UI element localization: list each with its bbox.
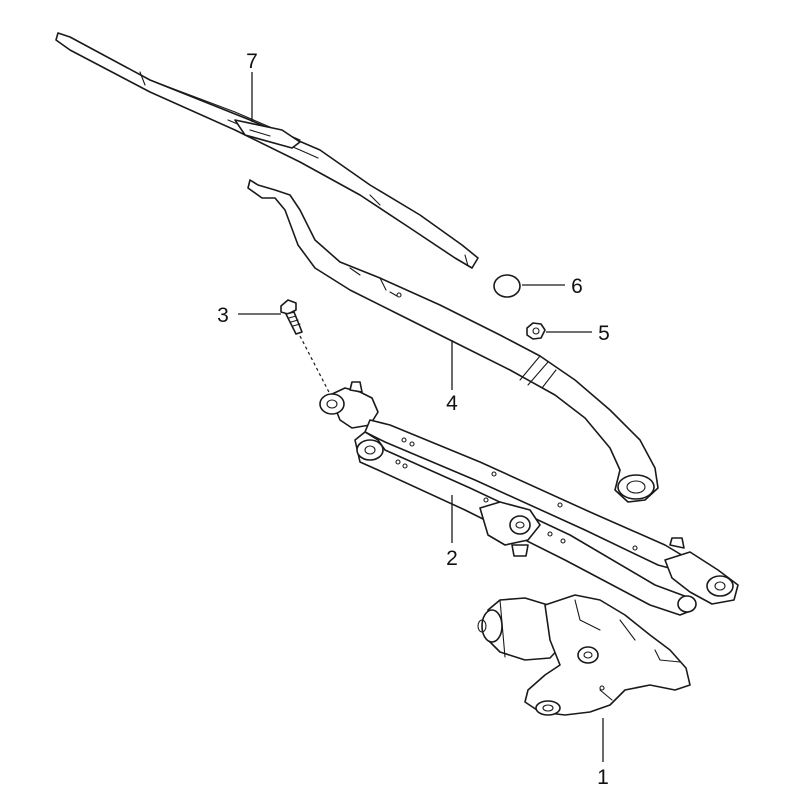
wiper-motor <box>477 594 691 716</box>
wiper-blade <box>55 32 479 269</box>
callout-6: 6 <box>571 275 583 298</box>
wiper-arm <box>247 179 659 503</box>
callout-5: 5 <box>598 322 610 345</box>
nut <box>526 322 546 340</box>
callout-1: 1 <box>597 766 609 789</box>
cap <box>493 274 521 298</box>
callout-4: 4 <box>446 392 458 415</box>
callout-7: 7 <box>246 50 258 73</box>
callout-2: 2 <box>446 547 458 570</box>
wiper-linkage <box>319 381 739 616</box>
bolt <box>280 299 333 399</box>
callout-3: 3 <box>217 304 229 327</box>
